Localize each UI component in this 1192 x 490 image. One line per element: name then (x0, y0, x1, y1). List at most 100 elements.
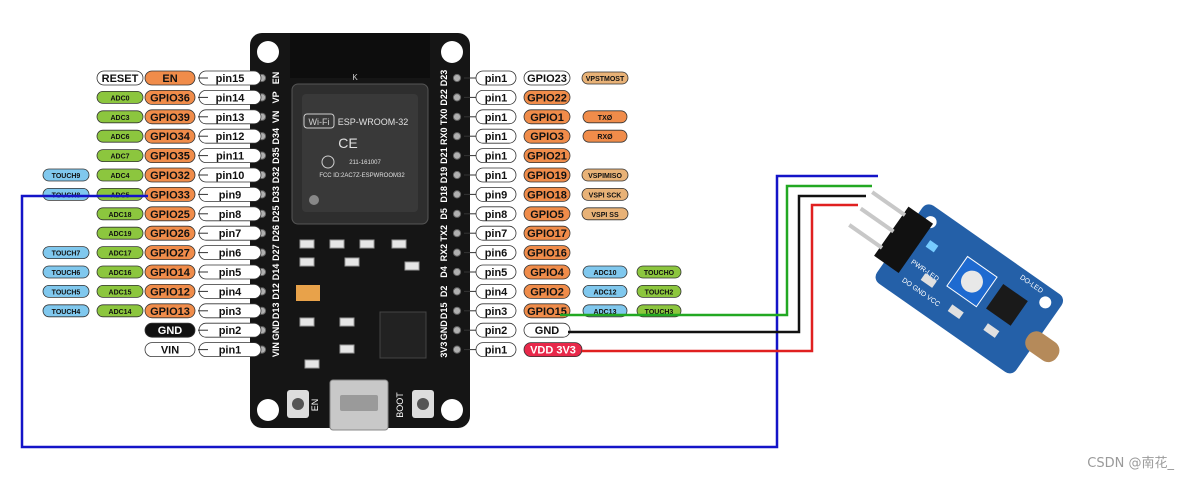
left-pin-name-text: GPIO34 (150, 131, 191, 143)
left-pin-name-bg (144, 342, 196, 358)
header-pin (452, 112, 462, 121)
left-pin-number: pin14 (198, 90, 262, 105)
right-pin-name: GPIO23 (523, 70, 571, 86)
right-pin-number-text: pin4 (485, 286, 508, 298)
left-pin-name-text: GPIO36 (150, 92, 190, 104)
left-pin-name-text: GPIO12 (150, 286, 190, 298)
right-pin-name-bg (523, 90, 571, 105)
header-pin (452, 93, 462, 102)
right-pin-name-text: GPIO5 (530, 209, 564, 221)
left-pin-name-bg (144, 283, 196, 299)
left-silk-label: D13 (271, 303, 281, 320)
tantalum-capacitor (296, 285, 320, 301)
right-pin-name: GPIO18 (523, 186, 571, 202)
left-pin-number: pin13 (198, 109, 262, 125)
left-pin-labels: pin15ENRESETpin14GPIO36ADC0pin13GPIO39AD… (42, 70, 262, 358)
left-pin-name: GPIO14 (144, 264, 196, 280)
module-dot (309, 195, 319, 205)
left-pin-name-bg (144, 128, 196, 144)
right-pin-name-text: GPIO17 (527, 228, 567, 240)
antenna-area (290, 33, 430, 78)
left-pin-name-bg (144, 322, 196, 338)
left-pin-function: TOUCH4 (42, 304, 90, 318)
right-pin-name: GPIO1 (523, 109, 571, 125)
smd-component (299, 317, 315, 327)
left-pin-name-bg (144, 90, 196, 105)
right-pin-number: pin2 (475, 322, 517, 338)
right-pin-number-bg (475, 245, 517, 261)
right-pin-function-text: TXØ (598, 115, 613, 122)
left-pin-function-text: ADC3 (110, 115, 129, 122)
left-pin-function-text: ADC7 (110, 154, 129, 161)
smd-resistor (947, 304, 964, 320)
left-pin-name: GPIO27 (144, 245, 196, 261)
left-pin-function-text: TOUCH7 (52, 251, 81, 258)
left-pin-number-text: pin8 (219, 209, 242, 221)
potentiometer-knob[interactable] (957, 266, 988, 297)
left-silk-label: D25 (271, 206, 281, 223)
left-silk-label: VP (271, 91, 281, 103)
right-pin-name: GPIO22 (523, 90, 571, 105)
left-pin-function: ADC16 (96, 265, 144, 279)
right-pin-name: GPIO5 (523, 206, 571, 222)
right-pin-name: GPIO3 (523, 128, 571, 144)
left-pin-name: GPIO33 (144, 186, 196, 202)
right-pin-number-text: pin3 (485, 306, 508, 318)
left-pin-function-text: TOUCH5 (52, 289, 81, 296)
left-pin-name: EN (144, 70, 196, 86)
right-pin-name-text: GPIO2 (530, 286, 564, 298)
left-pin-function-bg (42, 304, 90, 318)
right-silk-label: D21 (439, 147, 449, 164)
right-pin-function-text: VPSTMOST (586, 76, 625, 83)
left-pin-function: ADC4 (96, 168, 144, 182)
left-pin-name: GPIO35 (144, 148, 196, 164)
right-pin-number: pin1 (475, 148, 517, 164)
right-pin-function: TXØ (582, 110, 628, 124)
right-pin-function: TOUCH2 (636, 284, 682, 298)
left-pin-function: TOUCH5 (42, 284, 90, 298)
left-pin-function-text: ADC16 (109, 270, 132, 277)
right-pin-number-bg (475, 90, 517, 105)
right-pin-number-bg (475, 186, 517, 202)
right-pin-number: pin5 (475, 264, 517, 280)
right-pin-name-text: GPIO21 (527, 151, 567, 163)
right-silk-label: D5 (439, 208, 449, 220)
boot-button-cap (417, 398, 429, 410)
left-pin-name-text: GND (158, 325, 183, 337)
left-pin-name-text: GPIO14 (150, 267, 191, 279)
right-silk-label: TX0 (439, 109, 449, 126)
left-pin-number: pin5 (198, 264, 262, 280)
right-pin-number-text: pin1 (485, 92, 508, 104)
right-silk-label: D19 (439, 167, 449, 184)
board-components (299, 239, 420, 369)
right-pin-name-text: GPIO15 (527, 306, 567, 318)
signal-wire (560, 184, 872, 317)
right-pin-number-text: pin1 (485, 131, 508, 143)
right-pin-function: VSPIMISO (581, 168, 629, 182)
mount-hole (257, 41, 279, 63)
right-silk-label: 3V3 (439, 342, 449, 358)
right-pin-name-text: GPIO4 (530, 267, 565, 279)
left-pin-number-text: pin10 (216, 170, 245, 182)
right-pin-number-text: pin8 (485, 209, 508, 221)
header-pin (452, 170, 462, 180)
right-pin-function-bg (582, 129, 628, 143)
right-pin-number-bg (475, 303, 517, 319)
right-pin-name-text: GPIO23 (527, 73, 567, 85)
left-pin-number: pin12 (198, 128, 262, 144)
left-pin-number-text: pin3 (219, 306, 242, 318)
esp32-board: K Wi-Fi ESP-WROOM-32 CE 211-161007 FCC I… (250, 33, 470, 431)
header-pin (452, 190, 462, 199)
header-pin (452, 267, 462, 277)
left-pin-number: pin15 (198, 70, 262, 86)
left-pin-function-bg (42, 246, 90, 260)
right-pin-number-bg (475, 342, 517, 358)
left-pin-function: ADC19 (96, 226, 144, 240)
left-silk-label: D35 (271, 147, 281, 164)
left-pin-number-text: pin12 (216, 131, 245, 143)
header-pin (452, 287, 462, 296)
right-silk-label: RX2 (439, 244, 449, 262)
left-pin-function-bg (96, 110, 144, 124)
en-button-cap (292, 398, 304, 410)
